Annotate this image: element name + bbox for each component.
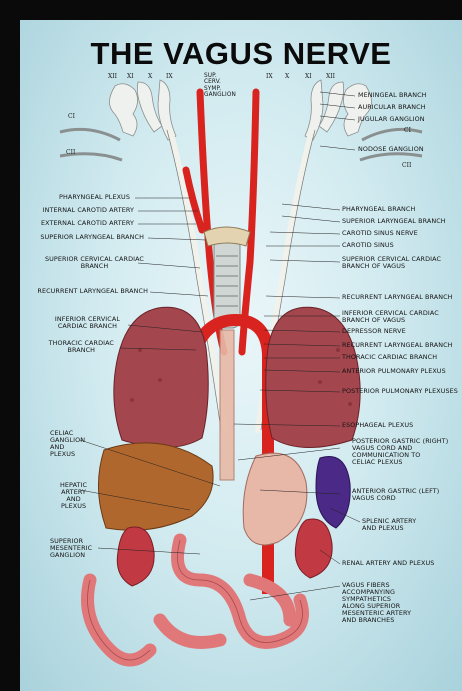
stomach [243, 453, 307, 545]
poster-panel: THE VAGUS NERVE [20, 20, 462, 691]
label-sup-cerv-symp-ganglion: SUP. CERV. SYMP. GANGLION [204, 73, 236, 99]
cranial-numeral: X [148, 73, 152, 80]
cervical-numeral: CI [68, 113, 75, 120]
label-meningeal-branch: MENINGEAL BRANCH [358, 92, 427, 99]
label-external-carotid-artery: EXTERNAL CAROTID ARTERY [41, 220, 134, 227]
label-anterior-pulmonary-plexus: ANTERIOR PULMONARY PLEXUS [342, 368, 446, 375]
label-pharyngeal-branch: PHARYNGEAL BRANCH [342, 206, 415, 213]
label-pharyngeal-plexus: PHARYNGEAL PLEXUS [59, 194, 130, 201]
label-jugular-ganglion: JUGULAR GANGLION [358, 116, 425, 123]
cervical-numeral: CI [404, 127, 411, 134]
label-recurrent-laryngeal-branch-right-1: RECURRENT LARYNGEAL BRANCH [342, 294, 453, 301]
kidney-right [295, 519, 332, 578]
label-esophageal-plexus: ESOPHAGEAL PLEXUS [342, 422, 413, 429]
lungs [114, 307, 360, 447]
cervical-numeral: CII [402, 162, 411, 169]
spleen [316, 456, 350, 528]
label-anterior-gastric-vagus-cord: ANTERIOR GASTRIC (LEFT)VAGUS CORD [352, 488, 439, 502]
label-thoracic-cardiac-branch-right: THORACIC CARDIAC BRANCH [342, 354, 437, 361]
label-posterior-pulmonary-plexuses: POSTERIOR PULMONARY PLEXUSES [342, 388, 458, 395]
label-recurrent-laryngeal-branch-left: RECURRENT LARYNGEAL BRANCH [37, 288, 148, 295]
cranial-numeral: XI [305, 73, 312, 80]
label-carotid-sinus: CAROTID SINUS [342, 242, 394, 249]
liver [98, 443, 213, 530]
label-renal-artery-plexus: RENAL ARTERY AND PLEXUS [342, 560, 434, 567]
label-auricular-branch: AURICULAR BRANCH [358, 104, 426, 111]
label-carotid-sinus-nerve: CAROTID SINUS NERVE [342, 230, 418, 237]
label-internal-carotid-artery: INTERNAL CAROTID ARTERY [43, 207, 134, 214]
label-posterior-gastric-vagus-cord: POSTERIOR GASTRIC (RIGHT)VAGUS CORD AND … [352, 438, 448, 466]
label-superior-laryngeal-branch-right: SUPERIOR LARYNGEAL BRANCH [342, 218, 446, 225]
label-depressor-nerve: DEPRESSOR NERVE [342, 328, 406, 335]
cervical-numeral: CII [66, 149, 75, 156]
kidney-left [117, 527, 154, 586]
label-superior-laryngeal-branch-left: SUPERIOR LARYNGEAL BRANCH [40, 234, 144, 241]
cranial-numeral: XII [326, 73, 335, 80]
cranial-numeral: X [285, 73, 289, 80]
cranial-numeral: IX [266, 73, 273, 80]
cranial-numeral: XII [108, 73, 117, 80]
esophagus [220, 330, 234, 480]
cranial-nerve-roots [109, 80, 371, 140]
cranial-numeral: IX [166, 73, 173, 80]
label-recurrent-laryngeal-branch-right-2: RECURRENT LARYNGEAL BRANCH [342, 342, 453, 349]
label-nodose-ganglion: NODOSE GANGLION [358, 146, 424, 153]
cranial-numeral: XI [127, 73, 134, 80]
